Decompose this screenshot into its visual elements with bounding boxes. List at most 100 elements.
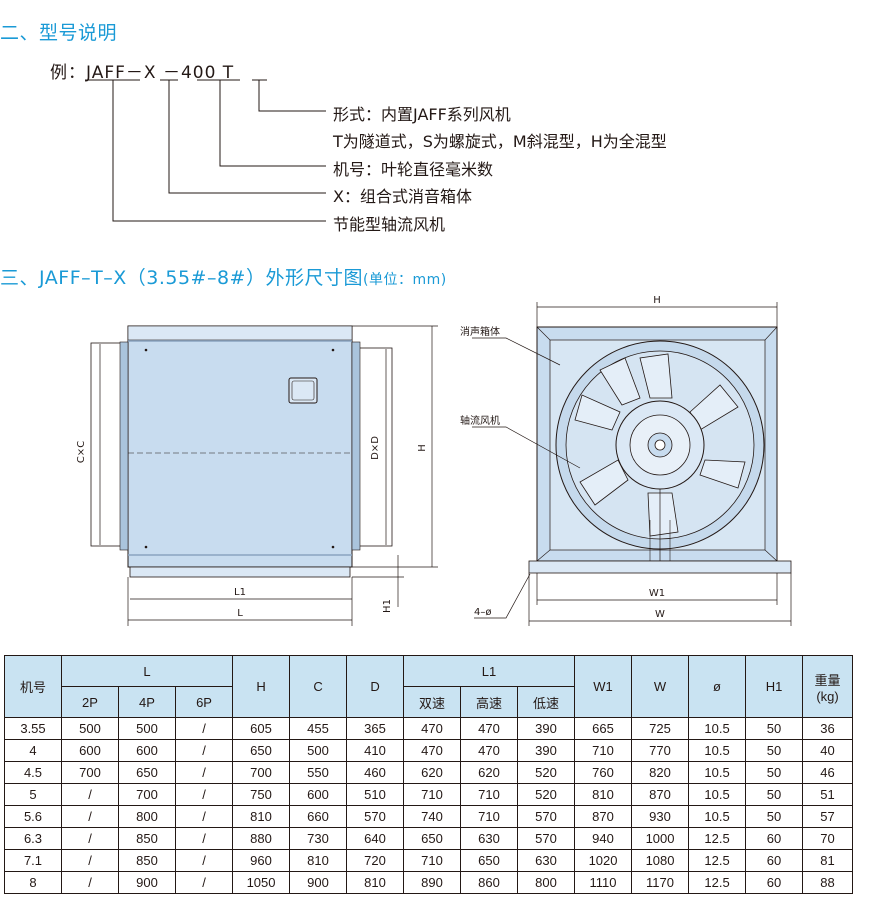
th-2p: 2P <box>61 686 119 718</box>
table-cell: 900 <box>289 871 348 894</box>
table-cell: / <box>174 739 234 762</box>
table-cell: 850 <box>118 849 176 872</box>
table-cell: 650 <box>403 827 462 850</box>
table-cell: 800 <box>517 871 576 894</box>
table-cell: 860 <box>460 871 519 894</box>
table-cell: 40 <box>802 739 854 762</box>
table-cell: 710 <box>460 805 519 828</box>
model-desc-silencer: X：组合式消音箱体 <box>333 187 472 206</box>
table-cell: 500 <box>61 717 119 740</box>
table-cell: / <box>174 871 234 894</box>
table-cell: / <box>174 849 234 872</box>
table-cell: 10.5 <box>688 805 747 828</box>
th-H1: H1 <box>745 655 804 718</box>
table-cell: 605 <box>232 717 291 740</box>
table-cell: 710 <box>574 739 633 762</box>
table-cell: 51 <box>802 783 854 806</box>
table-cell: 940 <box>574 827 633 850</box>
dim-cxc-label: C×C <box>76 441 87 463</box>
dim-h-label-side: H <box>417 444 428 452</box>
table-cell: / <box>61 827 119 850</box>
table-cell: 850 <box>118 827 176 850</box>
table-cell: 880 <box>232 827 291 850</box>
table-cell: / <box>174 805 234 828</box>
dim-dxd-label: D×D <box>370 436 381 460</box>
table-cell: 1080 <box>631 849 690 872</box>
table-cell: 570 <box>517 827 576 850</box>
table-cell: 36 <box>802 717 854 740</box>
th-weight-label: 重量 <box>814 672 841 688</box>
table-cell: 60 <box>745 871 804 894</box>
table-cell: 810 <box>346 871 405 894</box>
table-cell: 550 <box>289 761 348 784</box>
th-D: D <box>346 655 405 718</box>
table-cell: 390 <box>517 717 576 740</box>
table-cell: 620 <box>403 761 462 784</box>
table-cell: 870 <box>574 805 633 828</box>
model-desc-number: 机号：叶轮直径毫米数 <box>333 160 494 179</box>
table-cell: 630 <box>517 849 576 872</box>
th-W1: W1 <box>574 655 633 718</box>
section-title-unit: (单位：mm) <box>362 272 447 288</box>
table-cell: 1050 <box>232 871 291 894</box>
dim-h1-label: H1 <box>382 599 393 613</box>
th-C: C <box>289 655 348 718</box>
th-model: 机号 <box>4 655 62 718</box>
th-phi: ø <box>688 655 747 718</box>
table-cell: 365 <box>346 717 405 740</box>
table-cell: 630 <box>460 827 519 850</box>
dim-w1-label: W1 <box>649 588 665 599</box>
label-silencer: 消声箱体 <box>460 325 500 338</box>
table-cell: 650 <box>460 849 519 872</box>
dim-l1-label: L1 <box>234 587 246 598</box>
table-cell: 710 <box>460 783 519 806</box>
dim-h-label-front: H <box>653 295 661 306</box>
th-L1: L1 <box>403 655 576 687</box>
table-cell: 50 <box>745 717 804 740</box>
table-cell: 900 <box>118 871 176 894</box>
spec-table: 机号 L H C D L1 W1 W ø H1 重量(kg) 2P 4P 6P … <box>4 655 854 894</box>
table-cell: 710 <box>403 783 462 806</box>
th-high-speed: 高速 <box>460 686 519 718</box>
table-cell: 520 <box>517 761 576 784</box>
table-cell: 50 <box>745 739 804 762</box>
table-cell: 870 <box>631 783 690 806</box>
model-example: 例：JAFF－X －400 T <box>50 58 234 83</box>
table-cell: 50 <box>745 805 804 828</box>
table-cell: / <box>61 849 119 872</box>
table-cell: 10.5 <box>688 739 747 762</box>
table-cell: 810 <box>574 783 633 806</box>
model-example-prefix: 例： <box>50 63 86 83</box>
model-desc-fan: 节能型轴流风机 <box>333 215 446 234</box>
table-cell: 700 <box>232 761 291 784</box>
table-cell: 12.5 <box>688 871 747 894</box>
table-cell: 930 <box>631 805 690 828</box>
table-cell: / <box>174 827 234 850</box>
table-cell: 710 <box>403 849 462 872</box>
th-4p: 4P <box>118 686 176 718</box>
table-cell: 8 <box>4 871 62 894</box>
table-cell: / <box>174 717 234 740</box>
table-cell: 10.5 <box>688 717 747 740</box>
table-cell: 500 <box>289 739 348 762</box>
th-dual-speed: 双速 <box>403 686 462 718</box>
th-6p: 6P <box>174 686 234 718</box>
table-cell: 81 <box>802 849 854 872</box>
table-cell: 620 <box>460 761 519 784</box>
table-cell: 12.5 <box>688 849 747 872</box>
dimension-drawings: C×C D×D H L1 L H1 <box>76 295 792 626</box>
label-axial-fan: 轴流风机 <box>460 414 500 427</box>
table-cell: 60 <box>745 849 804 872</box>
table-cell: 410 <box>346 739 405 762</box>
table-cell: 665 <box>574 717 633 740</box>
label-hole: 4–ø <box>474 607 491 618</box>
th-weight: 重量(kg) <box>802 655 854 718</box>
side-view: C×C D×D H L1 L H1 <box>76 325 438 626</box>
table-cell: 720 <box>346 849 405 872</box>
table-cell: 800 <box>118 805 176 828</box>
table-cell: 700 <box>61 761 119 784</box>
